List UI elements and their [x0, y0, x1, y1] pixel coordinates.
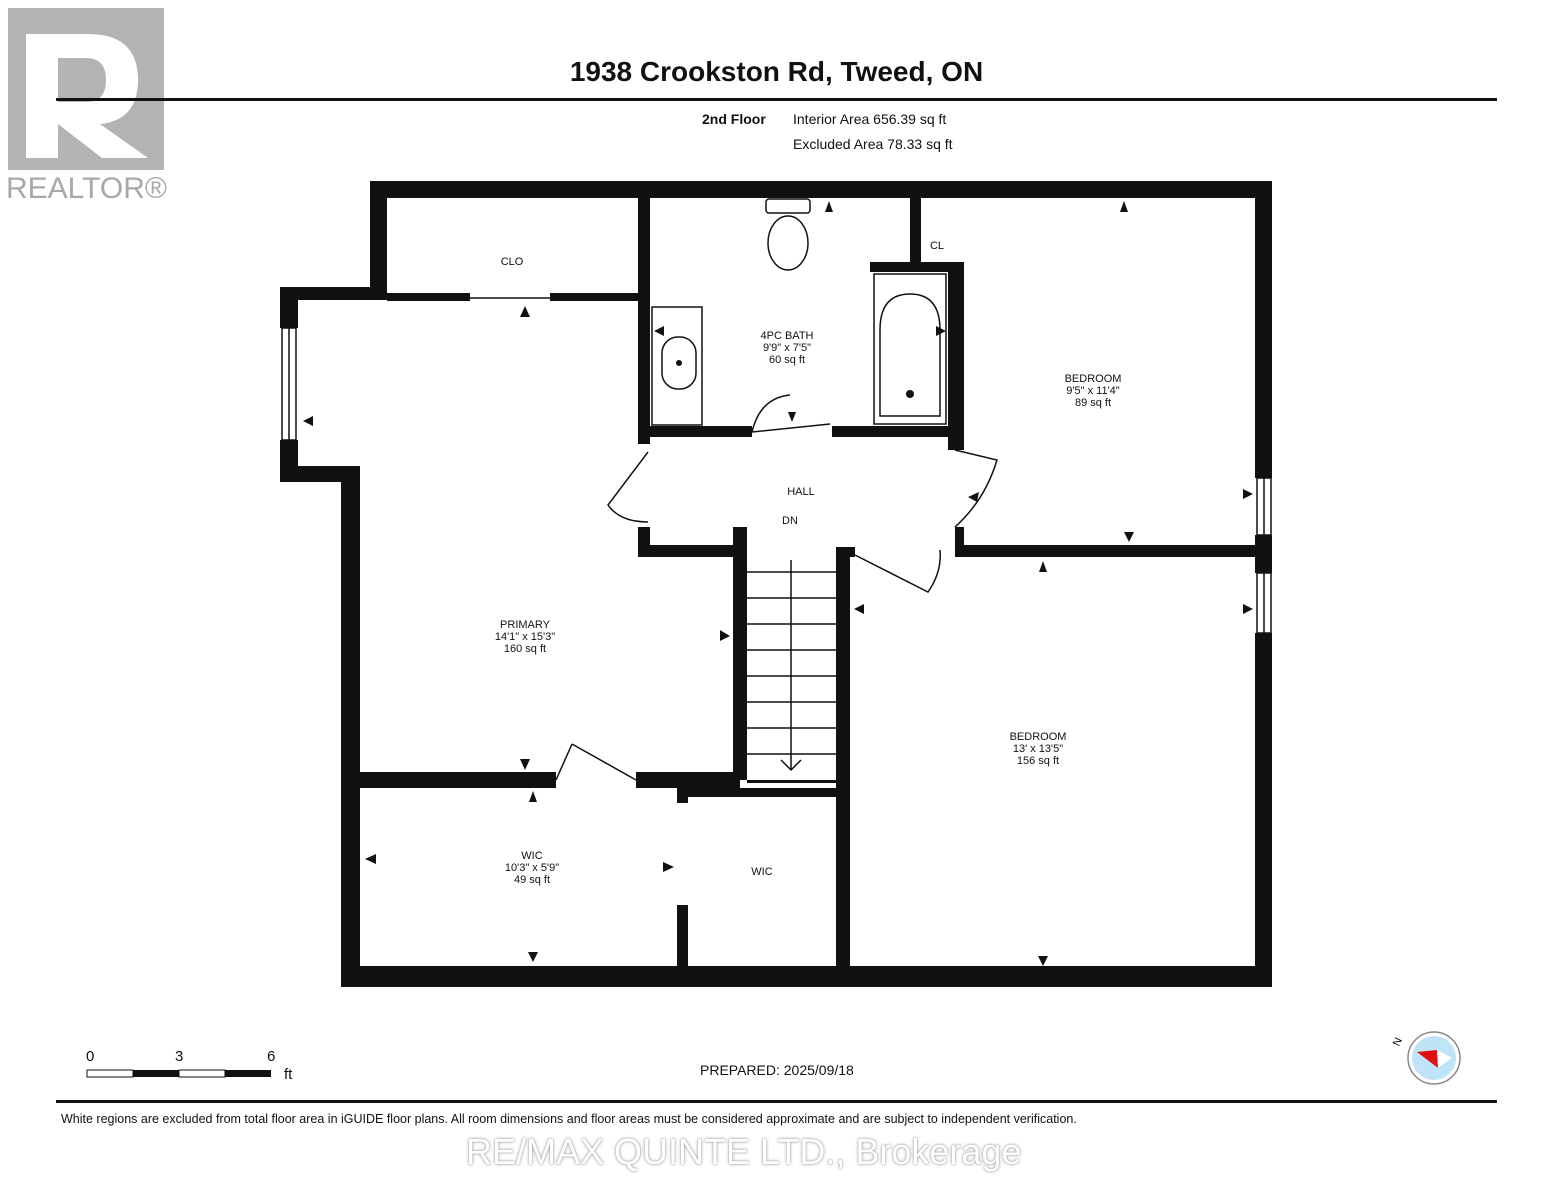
walls [280, 181, 1272, 987]
room-name: CL [929, 240, 945, 252]
doors [470, 297, 998, 781]
scale-unit: ft [284, 1066, 293, 1083]
room-name: WIC [521, 850, 543, 862]
room-wic-1: WIC 10'3" x 5'9" 49 sq ft [505, 850, 559, 886]
room-name: PRIMARY [500, 619, 550, 631]
prepared-date: PREPARED: 2025/09/18 [700, 1062, 854, 1078]
toilet-bowl [767, 215, 809, 271]
vanity [651, 306, 703, 426]
room-dims: 9'9" x 7'5" [762, 342, 812, 354]
room-area: 89 sq ft [1074, 397, 1112, 409]
room-dims: 14'1" x 15'3" [494, 631, 556, 643]
toilet-tank [765, 198, 811, 214]
room-name: WIC [751, 866, 773, 878]
room-area: 156 sq ft [1016, 755, 1060, 767]
fixtures [651, 198, 947, 426]
header-rule [56, 98, 1497, 101]
room-clo: CLO [501, 256, 524, 268]
room-primary: PRIMARY 14'1" x 15'3" 160 sq ft [495, 619, 555, 655]
room-4pc-bath: 4PC BATH 9'9" x 7'5" 60 sq ft [761, 330, 814, 366]
room-area: 60 sq ft [768, 354, 806, 366]
room-area: 49 sq ft [513, 874, 551, 886]
page-title: 1938 Crookston Rd, Tweed, ON [569, 56, 984, 87]
room-bedroom-1: BEDROOM 9'5" x 11'4" 89 sq ft [1065, 373, 1122, 409]
scale-bar [86, 1069, 271, 1078]
realtor-r-icon [26, 34, 148, 158]
windows [281, 327, 1272, 634]
scale-tick-6: 6 [267, 1048, 276, 1065]
brokerage-watermark: RE/MAX QUINTE LTD., Brokerage [466, 1131, 1022, 1172]
scale-tick-3: 3 [175, 1048, 184, 1065]
room-name: BEDROOM [1009, 731, 1067, 743]
disclaimer: White regions are excluded from total fl… [61, 1112, 1077, 1126]
scale-tick-0: 0 [86, 1048, 95, 1065]
sink [661, 336, 697, 390]
room-dims: 9'5" x 11'4" [1066, 385, 1120, 397]
stairs-label: DN [782, 515, 798, 527]
realtor-wordmark: REALTOR® [6, 172, 168, 205]
floor-name: 2nd Floor [702, 111, 766, 127]
dimension-arrows [303, 201, 1253, 966]
realtor-logo [8, 8, 164, 170]
room-dims: 13' x 13'5" [1012, 743, 1064, 755]
room-bedroom-2: BEDROOM 13' x 13'5" 156 sq ft [1010, 731, 1067, 767]
room-name: 4PC BATH [760, 330, 814, 342]
room-cl: CL [930, 240, 944, 252]
compass-icon [1407, 1031, 1461, 1085]
room-wic-2: WIC [751, 866, 772, 878]
stairs-direction: DN [782, 515, 798, 527]
room-name: BEDROOM [1064, 373, 1122, 385]
interior-area: Interior Area 656.39 sq ft [793, 111, 947, 127]
excluded-area: Excluded Area 78.33 sq ft [793, 136, 953, 152]
footer-rule [56, 1100, 1497, 1103]
bathtub [873, 273, 947, 425]
room-dims: 10'3" x 5'9" [504, 862, 560, 874]
room-area: 160 sq ft [503, 643, 547, 655]
room-hall: HALL [787, 486, 815, 498]
room-name: CLO [500, 256, 524, 268]
stairs [747, 560, 836, 772]
room-name: HALL [787, 486, 815, 498]
